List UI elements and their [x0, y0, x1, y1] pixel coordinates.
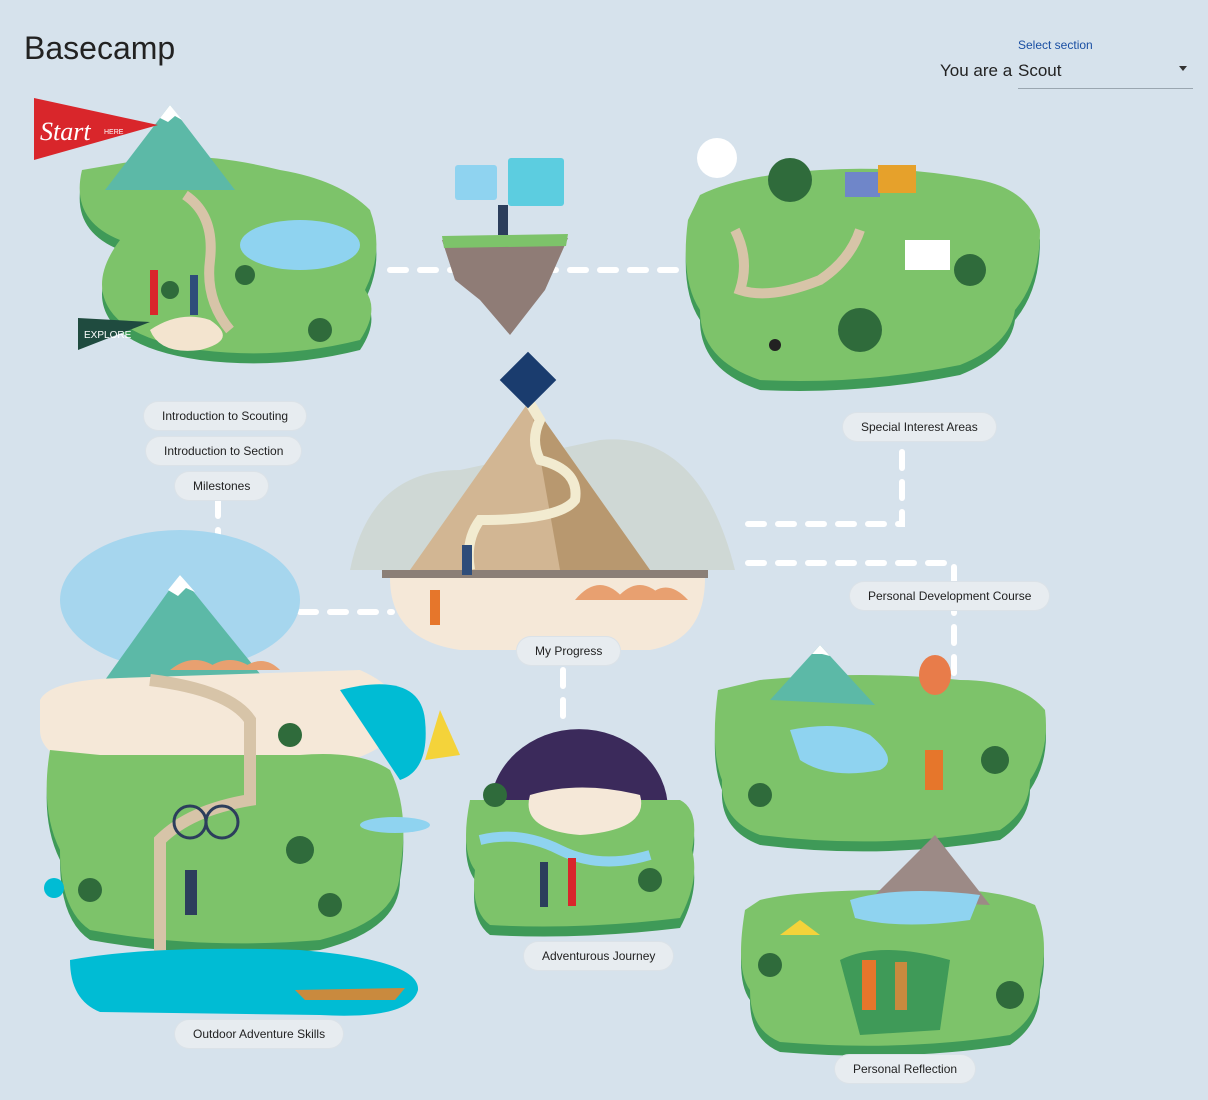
chevron-down-icon	[1179, 66, 1187, 71]
intro-section-button[interactable]: Introduction to Section	[146, 437, 302, 465]
person-icon	[498, 205, 508, 235]
scouts-badge-icon	[499, 351, 557, 409]
house-icon	[878, 165, 916, 193]
bicycle-icon	[204, 804, 240, 840]
section-dropdown[interactable]: Scout	[1018, 56, 1193, 89]
section-selector: Select section You are a Scout	[940, 38, 1193, 90]
swimmer-icon	[360, 817, 430, 833]
start-flag-text: Start	[40, 117, 91, 146]
special-interest-island[interactable]	[685, 138, 1040, 391]
hiker-icon	[862, 960, 876, 1010]
you-are-prefix: You are a	[940, 61, 1013, 80]
molecule-icon	[697, 138, 737, 178]
ball-icon	[769, 339, 781, 351]
tent-icon	[645, 587, 688, 600]
start-flag: Start HERE	[34, 98, 158, 160]
hiker-icon	[925, 750, 943, 790]
tent-icon	[240, 661, 280, 670]
hiker-icon	[150, 270, 158, 315]
chart-screen-icon	[508, 158, 564, 206]
intro-scouting-button[interactable]: Introduction to Scouting	[144, 402, 307, 430]
special-interest-button[interactable]: Special Interest Areas	[843, 413, 996, 441]
lake-icon	[240, 220, 360, 270]
milestones-button[interactable]: Milestones	[175, 472, 269, 500]
intro-island[interactable]	[79, 105, 377, 364]
outdoor-adventure-button[interactable]: Outdoor Adventure Skills	[175, 1020, 344, 1048]
tent-icon	[170, 660, 220, 670]
personal-reflection-button[interactable]: Personal Reflection	[835, 1055, 976, 1083]
windsurf-icon	[425, 710, 460, 760]
tent-icon	[780, 920, 820, 935]
select-section-label: Select section	[1018, 38, 1093, 52]
my-progress-button[interactable]: My Progress	[517, 637, 621, 665]
hiker-icon	[895, 962, 907, 1010]
outdoor-adventure-island[interactable]	[40, 530, 460, 1016]
my-progress-mountain[interactable]	[350, 351, 735, 650]
hiker-icon	[568, 858, 576, 906]
hiker-icon	[190, 275, 198, 315]
page-title: Basecamp	[24, 30, 176, 66]
personal-reflection-island[interactable]	[741, 835, 1044, 1056]
tent-icon	[205, 660, 255, 670]
chart-screen-icon	[455, 165, 497, 200]
adventurous-journey-island[interactable]	[466, 729, 695, 937]
adventurous-journey-button[interactable]: Adventurous Journey	[524, 942, 674, 970]
hiker-icon	[185, 870, 197, 915]
personal-development-button[interactable]: Personal Development Course	[850, 582, 1050, 610]
hot-air-balloon-icon	[919, 655, 951, 695]
house-icon	[905, 240, 950, 270]
tent-icon	[575, 585, 625, 600]
mountain-icon	[105, 105, 235, 190]
canoe-icon	[295, 988, 405, 1000]
river-icon	[70, 948, 419, 1016]
explore-flag: EXPLORE	[78, 318, 150, 350]
explore-flag-text: EXPLORE	[84, 330, 132, 341]
start-flag-subtext: HERE	[104, 129, 124, 136]
hiker-icon	[462, 545, 472, 575]
hiker-icon	[540, 862, 548, 907]
section-dropdown-value: Scout	[1018, 61, 1062, 80]
house-icon	[845, 172, 880, 197]
floating-island	[442, 158, 568, 335]
personal-development-island[interactable]	[714, 645, 1046, 852]
hiker-icon	[430, 590, 440, 625]
